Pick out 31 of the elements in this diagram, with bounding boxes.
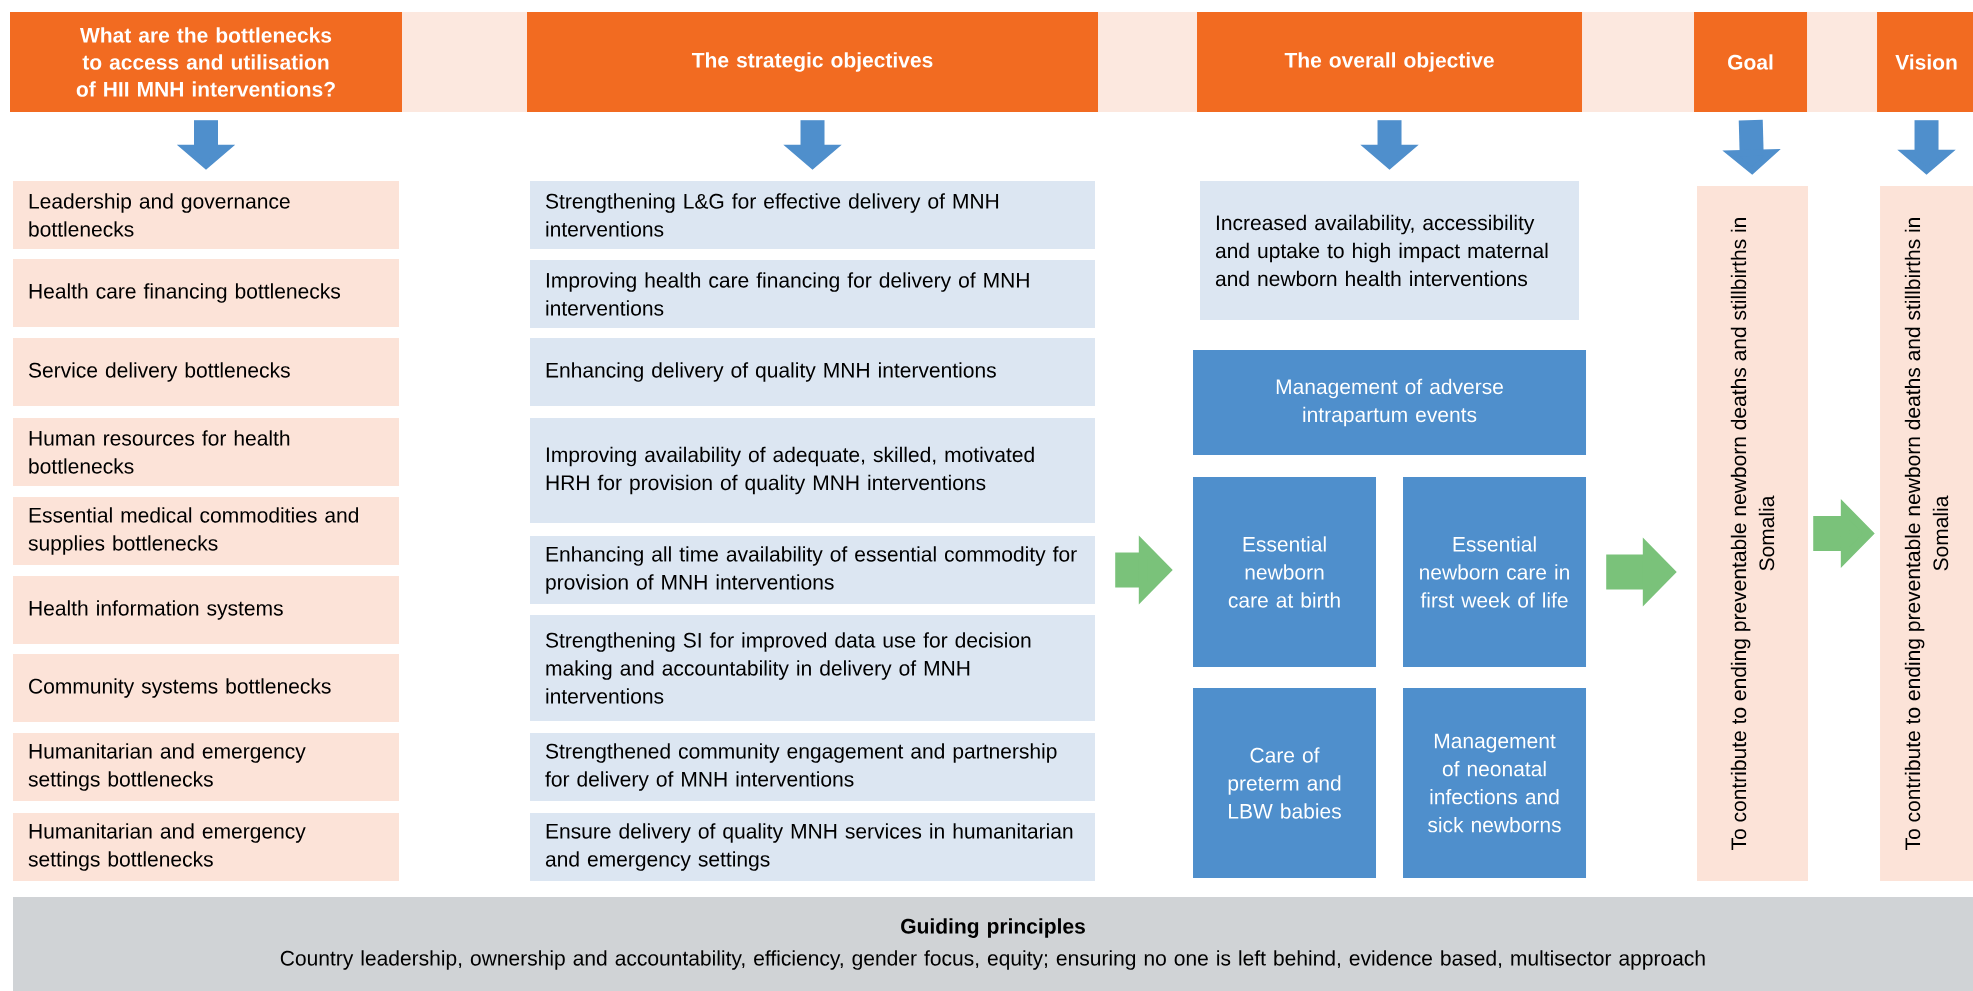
- objective-box: Strengthening SI for improved data use for decision making and accountability in delivery of MNH interventions: [530, 615, 1095, 721]
- intervention-box: Essential newborn care in first week of life: [1403, 477, 1586, 667]
- objective-box: Strengthened community engagement and partnership for delivery of MNH interventions: [530, 733, 1095, 801]
- objective-box: Ensure delivery of quality MNH services in humanitarian and emergency settings: [530, 813, 1095, 881]
- bottleneck-box: Service delivery bottlenecks: [13, 338, 399, 406]
- statement-box: To contribute to ending preventable newborn deaths and stillbirths in Somalia: [1880, 186, 1973, 881]
- bottleneck-box: Humanitarian and emergency settings bottlenecks: [13, 813, 399, 881]
- bottleneck-box: Essential medical commodities and supplies bottlenecks: [13, 497, 399, 565]
- column-header: Goal: [1694, 12, 1807, 112]
- bottleneck-box: Humanitarian and emergency settings bottlenecks: [13, 733, 399, 801]
- bottleneck-box: Community systems bottlenecks: [13, 654, 399, 722]
- objective-box: Improving health care financing for delivery of MNH interventions: [530, 260, 1095, 328]
- objective-box: Increased availability, accessibility and uptake to high impact maternal and newborn health interventions: [1200, 181, 1579, 320]
- column-header: The strategic objectives: [527, 12, 1098, 112]
- objective-box: Improving availability of adequate, skilled, motivated HRH for provision of quality MNH interventions: [530, 418, 1095, 523]
- column-header: Vision: [1877, 12, 1973, 112]
- objective-box: Enhancing all time availability of essential commodity for provision of MNH interventions: [530, 536, 1095, 604]
- bottleneck-box: Leadership and governance bottlenecks: [13, 181, 399, 249]
- column-header: The overall objective: [1197, 12, 1582, 112]
- column-header: What are the bottlenecks to access and utilisation of HII MNH interventions?: [10, 12, 402, 112]
- statement-box: To contribute to ending preventable newborn deaths and stillbirths in Somalia: [1697, 186, 1808, 881]
- intervention-box: Management of adverse intrapartum events: [1193, 350, 1586, 455]
- bottleneck-box: Health information systems: [13, 576, 399, 644]
- intervention-box: Essential newborn care at birth: [1193, 477, 1376, 667]
- objective-box: Enhancing delivery of quality MNH interventions: [530, 338, 1095, 406]
- objective-box: Strengthening L&G for effective delivery of MNH interventions: [530, 181, 1095, 249]
- intervention-box: Care of preterm and LBW babies: [1193, 688, 1376, 878]
- principles-band: Guiding principles Country leadership, ownership and accountability, efficiency, gender focus, equity; ensuring no one is left behind, evidence based, multisector approach: [13, 897, 1973, 991]
- bottleneck-box: Health care financing bottlenecks: [13, 259, 399, 327]
- intervention-box: Management of neonatal infections and sick newborns: [1403, 688, 1586, 878]
- bottleneck-box: Human resources for health bottlenecks: [13, 418, 399, 486]
